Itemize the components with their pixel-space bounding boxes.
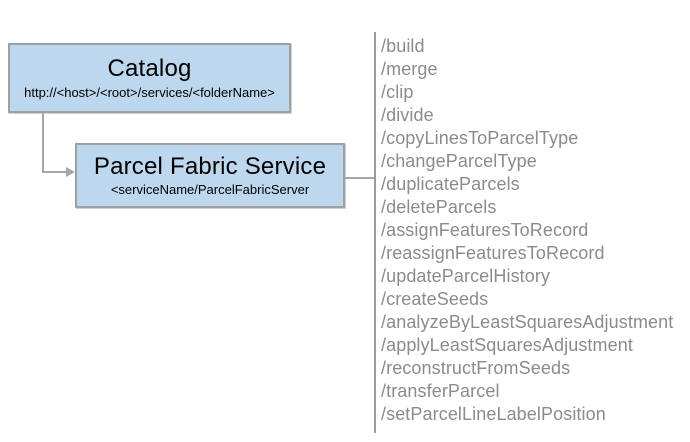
operation-item: /clip xyxy=(381,82,414,102)
service-url-pattern: <serviceName/ParcelFabricServer xyxy=(110,182,310,198)
operation-item: /setParcelLineLabelPosition xyxy=(381,404,606,424)
operation-item: /merge xyxy=(381,59,438,79)
catalog-to-service-connector-horizontal xyxy=(42,171,67,173)
service-title: Parcel Fabric Service xyxy=(93,152,327,180)
catalog-node: Catalog http://<host>/<root>/services/<f… xyxy=(8,43,291,113)
operation-item: /createSeeds xyxy=(381,289,489,309)
operation-item: /changeParcelType xyxy=(381,151,537,171)
catalog-to-service-connector-vertical xyxy=(42,113,44,173)
catalog-url-pattern: http://<host>/<root>/services/<folderNam… xyxy=(24,84,275,100)
operation-item: /divide xyxy=(381,105,434,125)
operation-item: /reassignFeaturesToRecord xyxy=(381,243,605,263)
operations-list: /build/merge/clip/divide/copyLinesToParc… xyxy=(381,35,673,426)
operation-item: /duplicateParcels xyxy=(381,174,520,194)
operation-item: /applyLeastSquaresAdjustment xyxy=(381,335,633,355)
operation-item: /assignFeaturesToRecord xyxy=(381,220,589,240)
operation-item: /analyzeByLeastSquaresAdjustment xyxy=(381,312,674,332)
service-to-operations-connector xyxy=(345,177,375,179)
operation-item: /deleteParcels xyxy=(381,197,497,217)
operation-item: /reconstructFromSeeds xyxy=(381,358,571,378)
catalog-title: Catalog xyxy=(107,55,192,83)
operation-item: /updateParcelHistory xyxy=(381,266,551,286)
operations-divider-line xyxy=(374,32,376,433)
operation-item: /build xyxy=(381,36,425,56)
operation-item: /transferParcel xyxy=(381,381,500,401)
operation-item: /copyLinesToParcelType xyxy=(381,128,579,148)
arrow-right-icon xyxy=(66,167,75,177)
parcel-fabric-service-node: Parcel Fabric Service <serviceName/Parce… xyxy=(75,143,345,208)
